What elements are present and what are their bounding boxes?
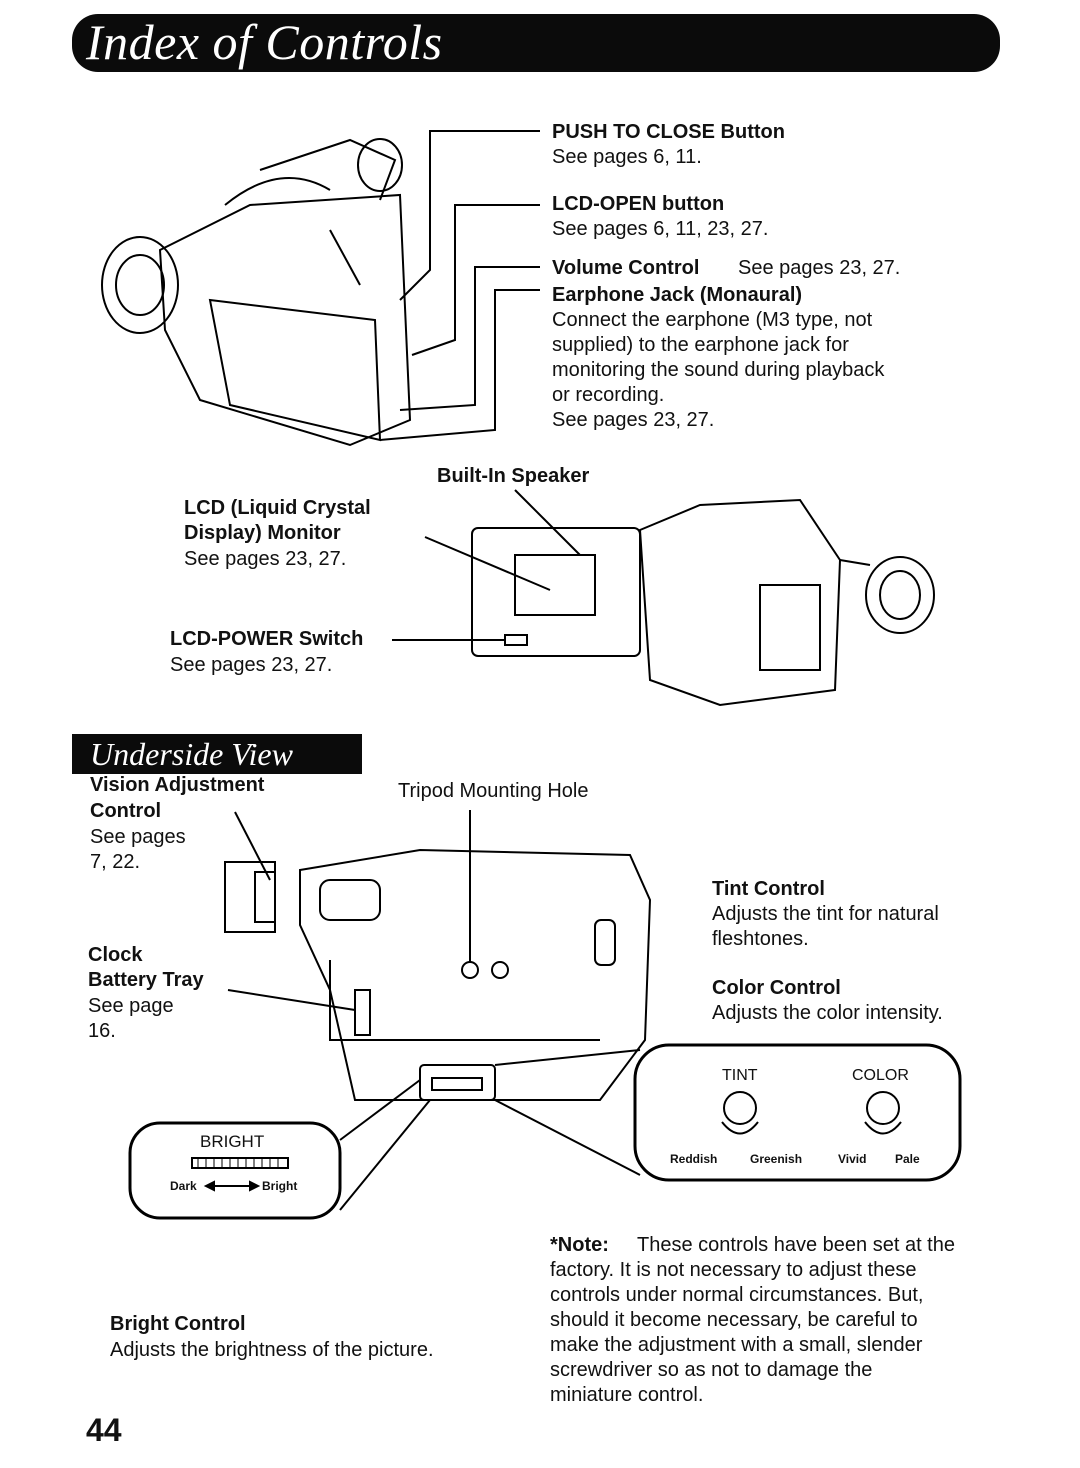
tc-box-frame bbox=[633, 1043, 962, 1182]
note-line: controls under normal circumstances. But… bbox=[550, 1284, 924, 1306]
vision-pages: 7, 22. bbox=[90, 851, 141, 873]
push-to-close-label: PUSH TO CLOSE Button bbox=[552, 121, 785, 143]
tint-text: Adjusts the tint for natural bbox=[712, 903, 939, 925]
leader-volume bbox=[399, 266, 540, 411]
leader-lcd-monitor bbox=[424, 536, 551, 591]
bright-box-label: BRIGHT bbox=[200, 1132, 265, 1151]
bright-dark-label: Dark bbox=[170, 1179, 197, 1193]
lcd-power-pages: See pages 23, 27. bbox=[170, 654, 333, 676]
leader-clock bbox=[227, 989, 356, 1011]
note-line: factory. It is not necessary to adjust t… bbox=[550, 1259, 917, 1281]
speaker-label: Built-In Speaker bbox=[437, 465, 590, 487]
color-vivid: Vivid bbox=[838, 1152, 867, 1166]
earphone-text-line: supplied) to the earphone jack for bbox=[552, 334, 849, 356]
volume-pages: See pages 23, 27. bbox=[738, 257, 901, 279]
tint-greenish: Greenish bbox=[750, 1152, 803, 1166]
camcorder-side-illustration bbox=[471, 498, 935, 707]
tint-label: Tint Control bbox=[712, 878, 825, 900]
bright-bright-label: Bright bbox=[262, 1179, 298, 1193]
color-text: Adjusts the color intensity. bbox=[712, 1002, 943, 1024]
tripod-label: Tripod Mounting Hole bbox=[398, 780, 589, 802]
clock-label: Clock bbox=[88, 944, 143, 966]
color-box-label: COLOR bbox=[852, 1067, 909, 1084]
lcd-monitor-pages: See pages 23, 27. bbox=[184, 548, 347, 570]
earphone-text-line: Connect the earphone (M3 type, not bbox=[552, 309, 873, 331]
underside-title: Underside View bbox=[90, 736, 293, 772]
tint-reddish: Reddish bbox=[670, 1152, 718, 1166]
note-line: make the adjustment with a small, slende… bbox=[550, 1334, 923, 1356]
leader-speaker bbox=[514, 489, 581, 556]
clock-pages: See page bbox=[88, 995, 174, 1017]
tint-text: fleshtones. bbox=[712, 928, 809, 950]
note-label: *Note: bbox=[550, 1234, 609, 1256]
page-number: 44 bbox=[86, 1412, 122, 1448]
lcd-open-pages: See pages 6, 11, 23, 27. bbox=[552, 218, 769, 240]
clock-label: Battery Tray bbox=[88, 969, 204, 991]
color-label: Color Control bbox=[712, 977, 841, 999]
push-to-close-pages: See pages 6, 11. bbox=[552, 146, 702, 168]
bright-control-text: Adjusts the brightness of the picture. bbox=[110, 1339, 434, 1361]
page-title: Index of Controls bbox=[86, 14, 443, 70]
camcorder-underside-illustration bbox=[224, 848, 652, 1101]
bright-control-label: Bright Control bbox=[110, 1313, 246, 1335]
note-line: miniature control. bbox=[550, 1384, 704, 1406]
vision-pages: See pages bbox=[90, 826, 186, 848]
earphone-text-line: or recording. bbox=[552, 384, 665, 406]
header-banner bbox=[72, 14, 1000, 72]
leader-push-to-close bbox=[399, 130, 540, 301]
lcd-monitor-label: Display) Monitor bbox=[184, 522, 341, 544]
note-line: screwdriver so as not to damage the bbox=[550, 1359, 873, 1381]
earphone-text-line: monitoring the sound during playback bbox=[552, 359, 885, 381]
leader-earphone bbox=[379, 289, 540, 441]
camcorder-top-illustration bbox=[101, 138, 412, 447]
clock-pages: 16. bbox=[88, 1020, 116, 1042]
vision-label: Control bbox=[90, 800, 162, 822]
vision-label: Vision Adjustment bbox=[90, 774, 265, 796]
volume-label: Volume Control bbox=[552, 257, 700, 279]
underside-banner bbox=[72, 734, 362, 774]
note-line: These controls have been set at the bbox=[637, 1234, 955, 1256]
leader-vision bbox=[234, 811, 271, 881]
lcd-open-label: LCD-OPEN button bbox=[552, 193, 725, 215]
lcd-monitor-label: LCD (Liquid Crystal bbox=[184, 497, 371, 519]
note-line: should it become necessary, be careful t… bbox=[550, 1309, 918, 1331]
lcd-power-label: LCD-POWER Switch bbox=[170, 628, 364, 650]
tint-box-label: TINT bbox=[722, 1067, 758, 1084]
earphone-pages: See pages 23, 27. bbox=[552, 409, 715, 431]
earphone-label: Earphone Jack (Monaural) bbox=[552, 284, 803, 306]
bright-box-frame bbox=[128, 1121, 342, 1220]
color-pale: Pale bbox=[895, 1152, 920, 1166]
leader-lcd-open bbox=[411, 204, 540, 356]
